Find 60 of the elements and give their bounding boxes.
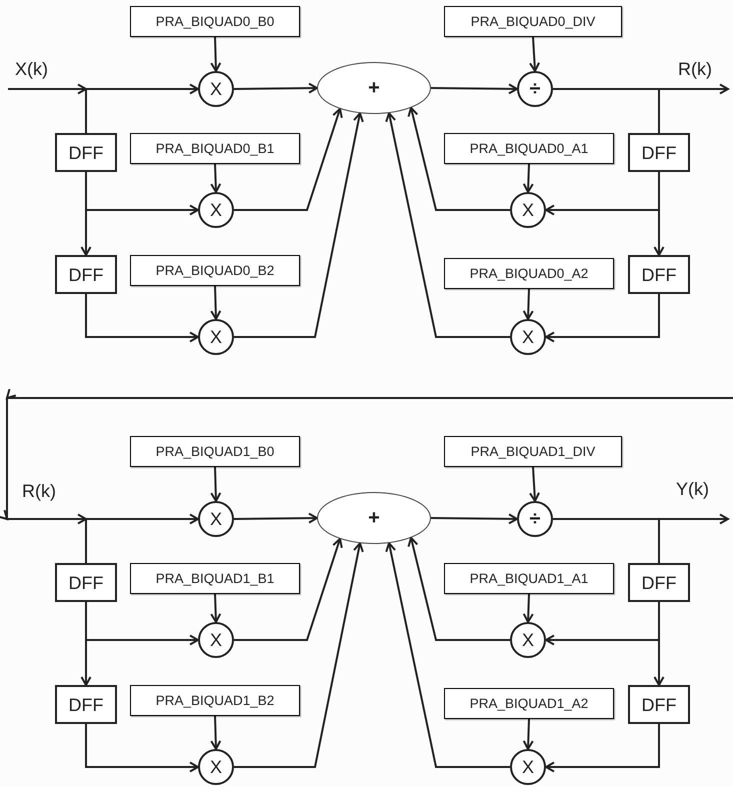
arrow xyxy=(529,466,540,502)
arrow xyxy=(430,83,518,94)
delay-register-box: DFF xyxy=(55,255,117,294)
coefficient-box: PRA_BIQUAD1_B2 xyxy=(130,685,300,716)
arrow xyxy=(8,84,198,94)
signal-label: X(k) xyxy=(15,60,48,78)
connector-line xyxy=(85,519,87,563)
arrow xyxy=(408,106,510,211)
arrow xyxy=(430,513,518,524)
arrow xyxy=(408,536,510,641)
delay-register-box: DFF xyxy=(628,685,690,724)
coefficient-box: PRA_BIQUAD1_A1 xyxy=(444,563,614,594)
coefficient-box: PRA_BIQUAD0_A1 xyxy=(444,133,614,164)
arrow xyxy=(234,112,364,338)
arrow xyxy=(0,388,733,524)
coefficient-box: PRA_BIQUAD0_DIV xyxy=(444,6,622,37)
arrow xyxy=(210,594,222,623)
signal-label: R(k) xyxy=(678,60,712,78)
coefficient-box: PRA_BIQUAD1_DIV xyxy=(444,436,622,467)
delay-register-box: DFF xyxy=(628,133,690,172)
delay-register-box: DFF xyxy=(55,563,117,602)
arrow xyxy=(210,286,222,320)
adder-ellipse: + xyxy=(317,492,431,544)
arrow xyxy=(210,716,222,750)
connector-line xyxy=(553,518,660,563)
delay-register-box: DFF xyxy=(55,133,117,172)
coefficient-box: PRA_BIQUAD0_B2 xyxy=(130,255,300,286)
arrow xyxy=(210,164,222,193)
adder-ellipse: + xyxy=(317,62,431,114)
signal-label: R(k) xyxy=(22,482,56,500)
arrow xyxy=(210,36,222,72)
coefficient-box: PRA_BIQUAD1_B1 xyxy=(130,563,300,594)
coefficient-box: PRA_BIQUAD1_B0 xyxy=(130,436,300,467)
arrow xyxy=(234,512,318,524)
coefficient-box: PRA_BIQUAD0_B1 xyxy=(130,133,300,164)
signal-label: Y(k) xyxy=(676,480,709,498)
delay-register-box: DFF xyxy=(628,563,690,602)
arrow xyxy=(385,112,510,338)
arrow xyxy=(385,542,510,768)
coefficient-box: PRA_BIQUAD0_B0 xyxy=(130,6,300,37)
arrow xyxy=(522,164,534,193)
coefficient-box: PRA_BIQUAD1_A2 xyxy=(444,688,614,719)
delay-register-box: DFF xyxy=(55,685,117,724)
arrow xyxy=(529,36,540,72)
arrow xyxy=(522,718,534,750)
arrow xyxy=(234,82,318,94)
arrow xyxy=(234,108,343,211)
connector-line xyxy=(553,88,660,133)
arrow xyxy=(85,724,199,772)
arrow xyxy=(522,594,534,623)
arrow xyxy=(234,538,343,641)
arrow xyxy=(545,724,660,772)
delay-register-box: DFF xyxy=(628,255,690,294)
arrow xyxy=(522,288,534,320)
arrow xyxy=(234,542,364,768)
connector-line xyxy=(85,89,87,133)
coefficient-box: PRA_BIQUAD0_A2 xyxy=(444,258,614,289)
arrow xyxy=(85,294,199,342)
arrow xyxy=(545,294,660,342)
arrow xyxy=(210,466,222,502)
